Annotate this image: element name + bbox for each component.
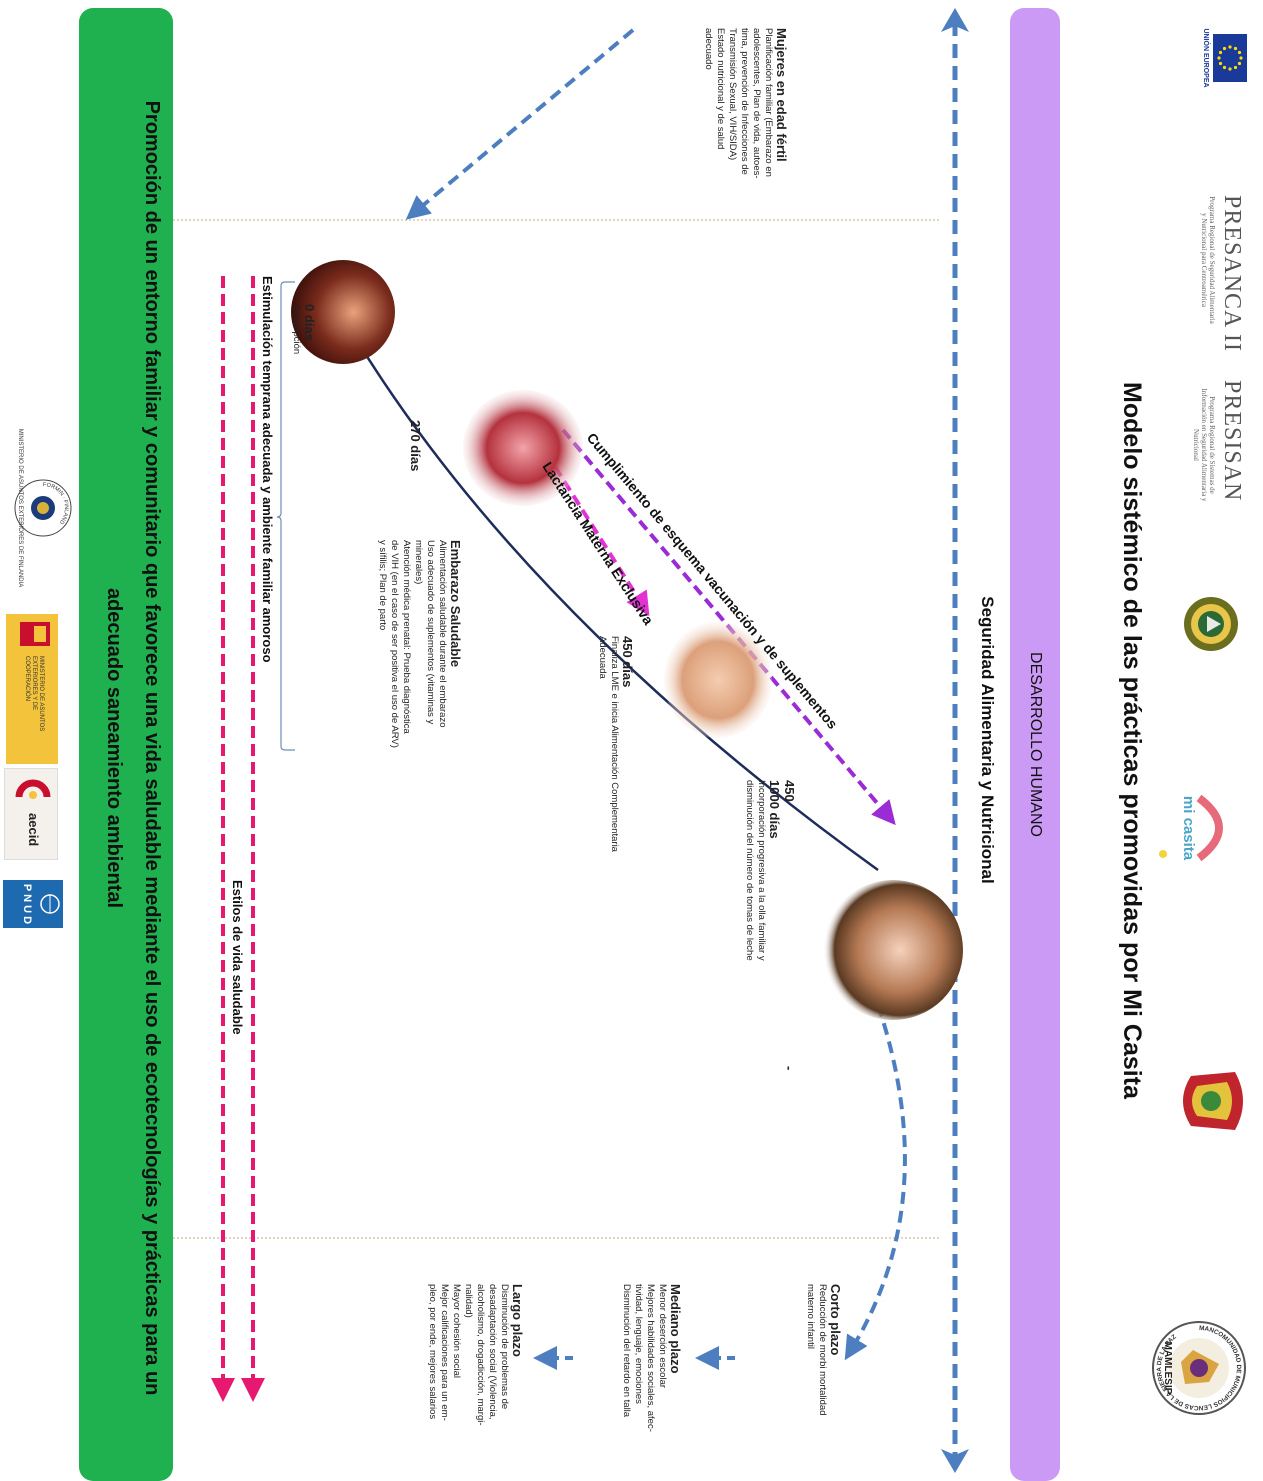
conception-image xyxy=(291,260,395,364)
aecid-logo: aecid xyxy=(4,768,58,860)
milestone-1000-line: Incorporación progresiva a la olla famil… xyxy=(756,780,767,961)
mediano-plazo-heading: Mediano plazo xyxy=(668,1284,683,1374)
milestone-450-line: Finaliza LME e inicia Alimentación Compl… xyxy=(609,636,620,852)
milestone-270-days: 270 días xyxy=(408,420,423,472)
eu-star-icon xyxy=(1217,56,1221,60)
eu-star-icon xyxy=(1228,67,1232,71)
eu-star-icon xyxy=(1239,56,1243,60)
eu-flag-icon xyxy=(1213,34,1247,82)
spain-shield-icon xyxy=(20,622,50,646)
mediano-plazo-line: tividad, lenguaje, emociones xyxy=(633,1284,644,1404)
un-globe-icon xyxy=(40,894,60,914)
largo-plazo-line: pleo, por ende, mejores salarios xyxy=(427,1284,438,1420)
fetus-image xyxy=(463,390,583,506)
milestone-0-sub: Concepción xyxy=(291,304,302,355)
eu-star-icon xyxy=(1233,46,1238,51)
finland-logo: FORMIN · FINLAND MINISTERIO DE ASUNTOS E… xyxy=(3,428,73,588)
milestone-1000-dash: - xyxy=(782,1066,797,1071)
honduras-coat-logo xyxy=(1175,1064,1245,1138)
milestone-450: 450 días Finaliza LME e inicia Alimentac… xyxy=(596,636,635,896)
mamlesip-ring-icon: MANCOMUNIDAD DE MUNICIPIOS LENCAS DE LA … xyxy=(1152,1321,1246,1415)
milestone-0: 0 días Concepción xyxy=(290,304,317,384)
eu-star-icon xyxy=(1228,45,1232,49)
micasita-logo: mi casita xyxy=(1159,788,1249,868)
corto-plazo-line: Reducción de morbi mortalidad xyxy=(817,1284,828,1416)
mujeres-to-conception-arrow xyxy=(405,28,635,220)
mediano-plazo-line: Disminución del retardo en talla xyxy=(621,1284,632,1418)
milestone-450-days: 450 días xyxy=(620,636,635,688)
embarazo-block: Embarazo Saludable Alimentación saludabl… xyxy=(376,540,463,780)
milestone-0-days: 0 días xyxy=(302,304,317,341)
finland-emblem-icon: FORMIN · FINLAND xyxy=(14,479,72,537)
coat-of-arms-icon xyxy=(1183,1072,1243,1130)
corto-plazo-line: materno infantil xyxy=(805,1284,816,1349)
eu-star-icon xyxy=(1222,46,1227,51)
mujeres-heading: Mujeres en edad fértil xyxy=(774,28,789,162)
municipal-seal-logo xyxy=(1181,594,1241,654)
estilos-label: Estilos de vida saludable xyxy=(230,880,245,1035)
girl-image xyxy=(823,880,963,1020)
largo-plazo-line: Mayor cohesión social xyxy=(451,1284,462,1378)
mujeres-line: Estado nutricional y de salud xyxy=(715,28,726,150)
seal-icon xyxy=(1184,597,1238,651)
milestone-450-line: Adecuada xyxy=(597,636,608,679)
mujeres-line: Transmisión Sexual, VIH/SIDA) xyxy=(727,28,738,161)
house-heart-icon xyxy=(1159,794,1223,862)
corto-plazo-block: Corto plazo Reducción de morbi mortalida… xyxy=(804,1284,843,1454)
largo-plazo-line: nalidad) xyxy=(463,1284,474,1318)
baby-image xyxy=(664,622,772,738)
eu-star-icon xyxy=(1237,61,1242,66)
milestone-1000: 450 - 1000 días Incorporación progresiva… xyxy=(743,780,797,1100)
mujeres-line: adolescentes, Plan de vida, autoes- xyxy=(751,28,762,179)
mujeres-block: Mujeres en edad fértil Planificación fam… xyxy=(702,28,789,228)
milestone-270: 270 días xyxy=(408,420,423,500)
milestone-1000-days: 1000 días xyxy=(767,780,782,839)
embarazo-line: Uso adecuado de suplementos (vitaminas y xyxy=(425,540,436,725)
mamlesip-logo: MANCOMUNIDAD DE MUNICIPIOS LENCAS DE LA … xyxy=(1149,1318,1249,1418)
mujeres-line: adecuado xyxy=(703,28,714,70)
eu-star-icon xyxy=(1218,50,1223,55)
largo-plazo-line: Disminución de problemas de xyxy=(499,1284,510,1410)
embarazo-line: Alimentación saludable durante el embara… xyxy=(437,540,448,728)
embarazo-line: y sífilis; Plan de parto xyxy=(377,540,388,631)
eu-star-icon xyxy=(1237,50,1242,55)
spain-logo: MINISTERIO DE ASUNTOS EXTERIORES Y DE CO… xyxy=(6,614,58,764)
life-course-curve xyxy=(331,299,879,872)
largo-plazo-heading: Largo plazo xyxy=(510,1284,525,1357)
mediano-plazo-line: Mejores habilidades sociales, afec- xyxy=(645,1284,656,1432)
largo-plazo-line: desadaptación social (Violencia, xyxy=(487,1284,498,1420)
mujeres-line: tima, prevención de Infecciones de xyxy=(739,28,750,175)
eu-logo: UNIÓN EUROPEA xyxy=(1193,26,1249,90)
girl-to-corto-arrow xyxy=(844,1004,907,1361)
embarazo-line: Atención médica prenatal: Prueba diagnós… xyxy=(401,540,412,734)
eu-star-icon xyxy=(1218,61,1223,66)
pnud-logo: P N U D xyxy=(3,880,63,928)
milestone-1000-line: disminución del número de tomas de leche xyxy=(744,780,755,961)
eu-star-icon xyxy=(1222,65,1227,70)
embarazo-heading: Embarazo Saludable xyxy=(448,540,463,668)
seguridad-label: Seguridad Alimentaria y Nutricional xyxy=(978,596,997,884)
aecid-c-icon xyxy=(15,779,51,799)
timeline-arrow-left-head xyxy=(941,8,969,32)
corto-plazo-heading: Corto plazo xyxy=(828,1284,843,1356)
mediano-plazo-block: Mediano plazo Menor deserción escolar Me… xyxy=(620,1284,683,1454)
mediano-plazo-line: Menor deserción escolar xyxy=(657,1284,668,1389)
embarazo-line: minerales) xyxy=(413,540,424,585)
eu-star-icon xyxy=(1233,65,1238,70)
embarazo-line: de VIH (en el caso de ser positiva el us… xyxy=(389,540,400,748)
mujeres-line: Planificación familiar (Embarazo en xyxy=(763,28,774,177)
timeline-arrow-right-head xyxy=(941,1449,969,1473)
estimulacion-label: Estimulación temprana adecuada y ambient… xyxy=(260,276,275,663)
milestone-1000-start: 450 xyxy=(782,780,797,802)
largo-plazo-line: alcoholismo, drogadicción, margi- xyxy=(475,1284,486,1426)
largo-plazo-line: Mejor calificaciones para un em- xyxy=(439,1284,450,1421)
embarazo-bracket xyxy=(276,281,295,751)
largo-plazo-block: Largo plazo Disminución de problemas de … xyxy=(426,1284,525,1454)
